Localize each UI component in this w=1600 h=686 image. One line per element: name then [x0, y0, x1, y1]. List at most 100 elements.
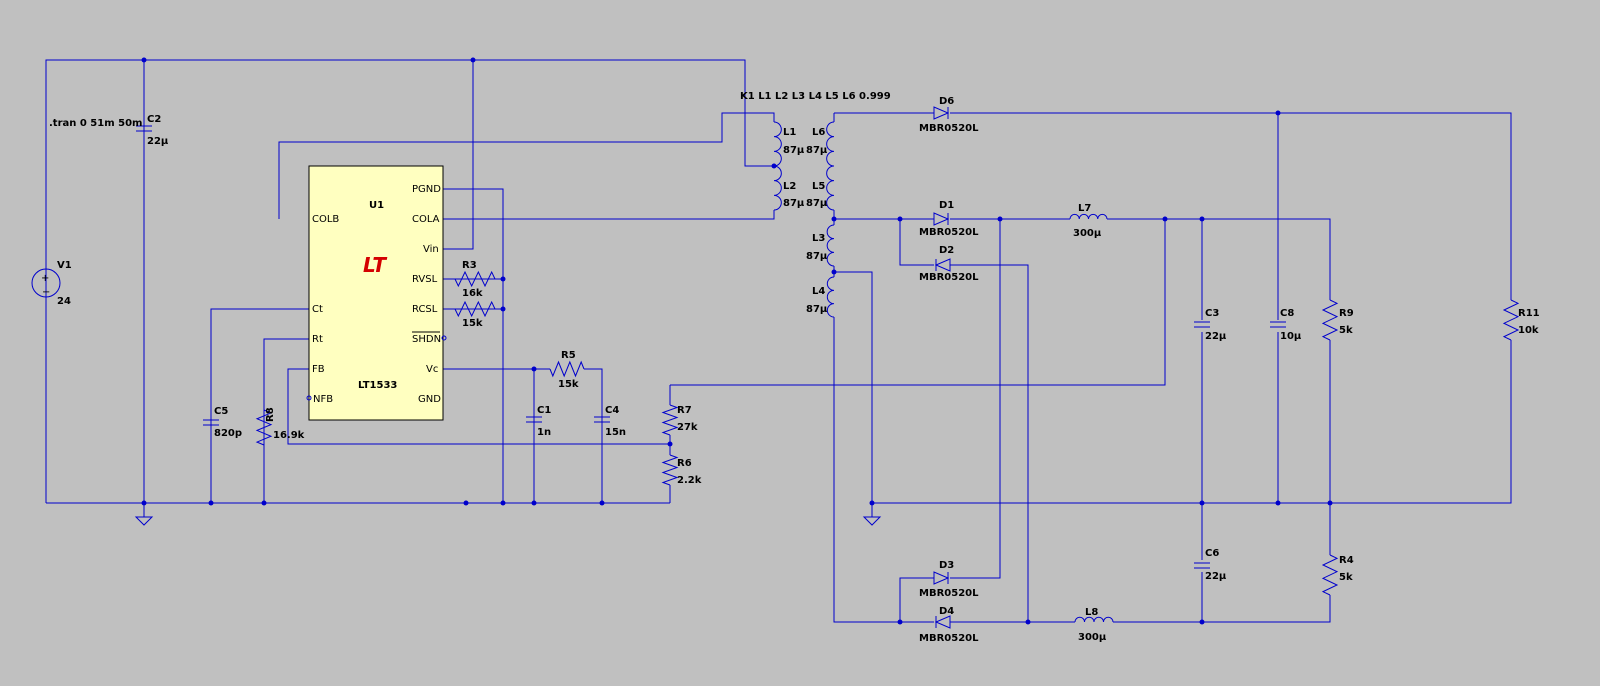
component-labels: V1 24 C2 22µ C5 820p R8 16.9k R3 16k 15k… — [57, 96, 1540, 644]
r6-ref: R6 — [677, 458, 692, 469]
l1-ref: L1 — [783, 127, 796, 138]
wire-27 — [834, 271, 873, 503]
resistor-r5 — [549, 360, 585, 378]
wire-28 — [833, 317, 934, 623]
junction-dot — [531, 366, 537, 372]
l5-val: 87µ — [806, 198, 828, 209]
coupling-directive[interactable]: K1 L1 L2 L3 L4 L5 L6 0.999 — [740, 91, 891, 102]
ic-part: LT1533 — [358, 380, 397, 391]
diode-d6 — [933, 106, 950, 120]
v1-val: 24 — [57, 296, 71, 307]
lt-logo-icon: LT — [363, 253, 387, 277]
capacitor-c3 — [1194, 321, 1210, 328]
inductor-l2 — [773, 165, 782, 211]
l5-ref: L5 — [812, 181, 825, 192]
d4-val: MBR0520L — [919, 633, 979, 644]
junction-dot — [1162, 216, 1168, 222]
junction-dot — [997, 216, 1003, 222]
v1-ref: V1 — [57, 260, 72, 271]
junction-dot — [831, 269, 837, 275]
pin-shdn: SHDN — [412, 334, 441, 345]
l2-ref: L2 — [783, 181, 796, 192]
r6-val: 2.2k — [677, 475, 702, 486]
wire-14 — [584, 368, 603, 503]
junction-dot — [1199, 619, 1205, 625]
d4-ref: D4 — [939, 606, 954, 617]
r4-val: 5k — [1339, 572, 1353, 583]
l3-ref: L3 — [812, 233, 825, 244]
r7-val: 27k — [677, 422, 698, 433]
d2-ref: D2 — [939, 245, 954, 256]
junction-dot — [141, 57, 147, 63]
capacitor-c5 — [203, 419, 219, 426]
c6-val: 22µ — [1205, 571, 1227, 582]
l2-val: 87µ — [783, 198, 805, 209]
ic-ref: U1 — [369, 200, 384, 211]
ic-u1[interactable]: U1 LT1533 LT PGND COLB COLA Vin RVSL RCS… — [306, 165, 447, 421]
wire-12 — [443, 368, 535, 503]
diode-d2 — [934, 258, 951, 272]
diode-d4 — [934, 615, 951, 629]
r11-ref: R11 — [1518, 308, 1540, 319]
junction-dot — [771, 163, 777, 169]
junction-dot — [599, 500, 605, 506]
junction-dot — [1275, 500, 1281, 506]
junction-dot — [1199, 500, 1205, 506]
c3-val: 22µ — [1205, 331, 1227, 342]
inductor-l6 — [826, 121, 835, 167]
junction-dot — [1025, 619, 1031, 625]
capacitor-c1 — [526, 416, 542, 423]
c3-ref: C3 — [1205, 308, 1219, 319]
junction-dot — [470, 57, 476, 63]
r5-val: 15k — [558, 379, 579, 390]
inductor-l7 — [1069, 213, 1108, 220]
r8-val: 16.9k — [273, 430, 305, 441]
junction-dot — [869, 500, 875, 506]
capacitor-c6 — [1194, 562, 1210, 569]
l8-ref: L8 — [1085, 607, 1098, 618]
pin-fb: FB — [312, 364, 325, 375]
l4-ref: L4 — [812, 286, 825, 297]
resistor-r7 — [661, 404, 679, 436]
diode-d1 — [933, 212, 950, 226]
d6-ref: D6 — [939, 96, 954, 107]
d1-ref: D1 — [939, 200, 954, 211]
svg-text:+: + — [41, 273, 49, 284]
c8-ref: C8 — [1280, 308, 1294, 319]
sim-directive[interactable]: .tran 0 51m 50m — [49, 118, 142, 129]
pin-rcsl: RCSL — [412, 304, 438, 315]
junction-dot — [667, 441, 673, 447]
wire-21 — [871, 340, 1512, 517]
r3-val: 16k — [462, 288, 483, 299]
c1-val: 1n — [537, 427, 551, 438]
resistor-r6 — [661, 454, 679, 486]
inductor-l1 — [773, 121, 782, 167]
wire-32 — [899, 577, 934, 622]
inductor-l3 — [826, 224, 835, 267]
c5-val: 820p — [214, 428, 242, 439]
wire-30 — [1113, 595, 1331, 623]
resistor-r8 — [255, 409, 273, 446]
d3-ref: D3 — [939, 560, 954, 571]
pin-gnd: GND — [418, 394, 441, 405]
l6-val: 87µ — [806, 145, 828, 156]
wire-11 — [287, 368, 670, 445]
resistor-r9 — [1321, 299, 1339, 341]
resistor-r4 — [1321, 554, 1339, 596]
c1-ref: C1 — [537, 405, 551, 416]
pin-pgnd: PGND — [412, 184, 441, 195]
junction-dot — [1199, 216, 1205, 222]
junction-dot — [208, 500, 214, 506]
junction-dot — [1327, 500, 1333, 506]
junction-dot — [261, 500, 267, 506]
junction-dot — [1275, 110, 1281, 116]
d1-val: MBR0520L — [919, 227, 979, 238]
pin-cola: COLA — [412, 214, 440, 225]
diode-d3 — [933, 571, 950, 585]
junction-dot — [463, 500, 469, 506]
r11-val: 10k — [1518, 325, 1539, 336]
c4-val: 15n — [605, 427, 626, 438]
pin-ct: Ct — [312, 304, 323, 315]
l7-val: 300µ — [1073, 228, 1102, 239]
